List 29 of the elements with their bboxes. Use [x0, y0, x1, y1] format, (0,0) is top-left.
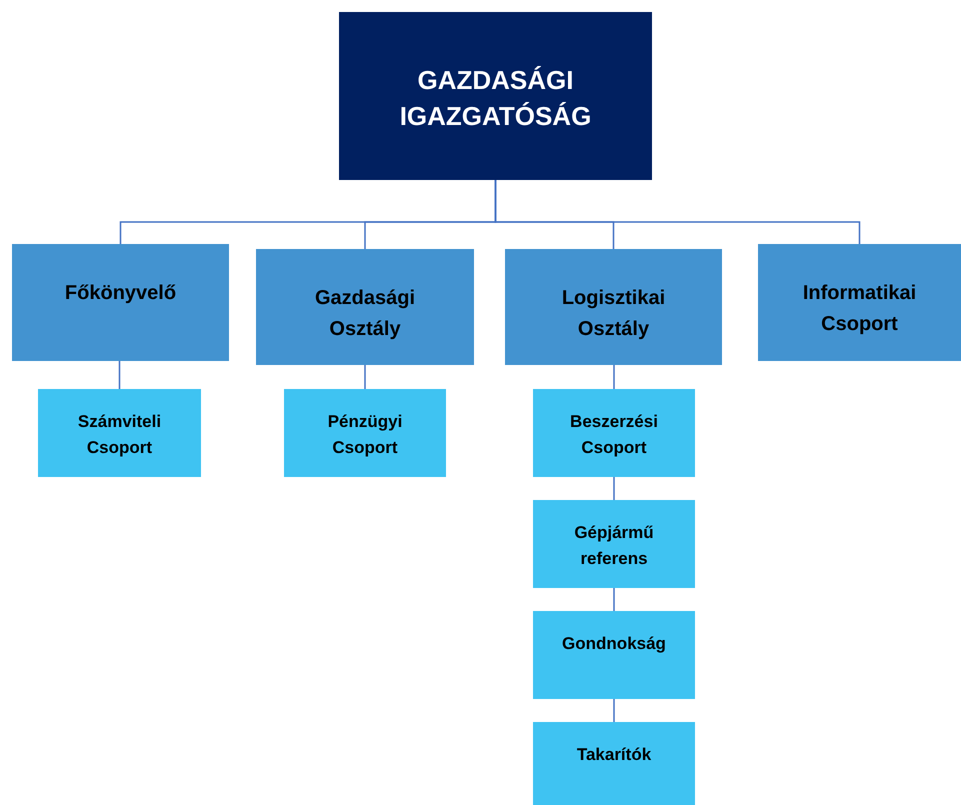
connector-line [613, 699, 615, 722]
unit-name: Beszerzési Csoport [569, 411, 659, 460]
unit-box [533, 500, 695, 588]
unit-name: Informatikai Csoport [802, 281, 918, 337]
unit-box [38, 389, 201, 477]
unit-name: Takarítók [576, 744, 652, 766]
unit-name: Pénzügyi Csoport [326, 411, 404, 460]
connector-line [613, 588, 615, 611]
connector-line [613, 365, 615, 389]
connector-line [118, 361, 120, 389]
unit-name: GAZDASÁGI IGAZGATÓSÁG [398, 64, 592, 134]
connector-line [494, 180, 860, 244]
department-box [505, 249, 722, 365]
unit-name: Gépjármű referens [573, 522, 655, 570]
unit-box [284, 389, 446, 477]
unit-box [533, 722, 695, 805]
unit-name: Gazdasági Osztály [314, 286, 416, 342]
unit-name: Főkönyvelő [64, 281, 176, 306]
unit-name: Gondnokság [562, 633, 666, 655]
unit-name: Logisztikai Osztály [560, 286, 666, 342]
unit-box [533, 389, 695, 477]
connector-line [613, 477, 615, 500]
department-box [12, 244, 229, 361]
unit-box [533, 611, 695, 699]
unit-name: Számviteli Csoport [76, 411, 162, 460]
director-box [339, 12, 652, 180]
connector-line [364, 365, 366, 389]
department-box [256, 249, 474, 365]
department-box [758, 244, 961, 361]
